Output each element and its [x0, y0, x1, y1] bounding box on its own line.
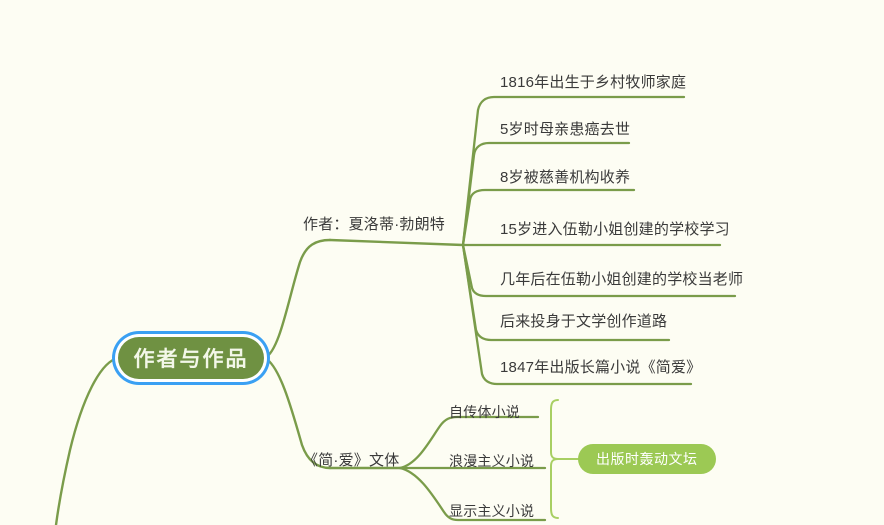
branch-label-author[interactable]: 作者：夏洛蒂·勃朗特 — [303, 216, 445, 233]
leaf-label-author-7[interactable]: 1847年出版长篇小说《简爱》 — [500, 359, 702, 376]
center-node-label: 作者与作品 — [133, 348, 249, 371]
center-node[interactable]: 作者与作品 — [118, 337, 264, 379]
branch-label-style[interactable]: 《简·爱》文体 — [303, 452, 400, 469]
callout-pill[interactable]: 出版时轰动文坛 — [578, 444, 716, 474]
callout-pill-label: 出版时轰动文坛 — [596, 451, 698, 467]
leaf-label-style-2[interactable]: 浪漫主义小说 — [449, 453, 535, 469]
leaf-label-author-2[interactable]: 5岁时母亲患癌去世 — [500, 121, 631, 138]
connector-left-offscreen — [54, 356, 120, 525]
leaf-label-author-5[interactable]: 几年后在伍勒小姐创建的学校当老师 — [500, 271, 744, 288]
group-brace-lower — [550, 458, 559, 519]
leaf-label-author-3[interactable]: 8岁被慈善机构收养 — [500, 169, 631, 186]
leaf-label-style-1[interactable]: 自传体小说 — [449, 404, 520, 420]
group-brace-upper — [550, 399, 559, 460]
connector-center-to-author — [263, 238, 332, 360]
leaf-label-author-1[interactable]: 1816年出生于乡村牧师家庭 — [500, 74, 687, 91]
leaf-label-style-3[interactable]: 显示主义小说 — [449, 503, 535, 519]
author-spine — [328, 238, 465, 247]
leaf-label-author-4[interactable]: 15岁进入伍勒小姐创建的学校学习 — [500, 221, 730, 238]
leaf-label-author-6[interactable]: 后来投身于文学创作道路 — [500, 313, 668, 330]
